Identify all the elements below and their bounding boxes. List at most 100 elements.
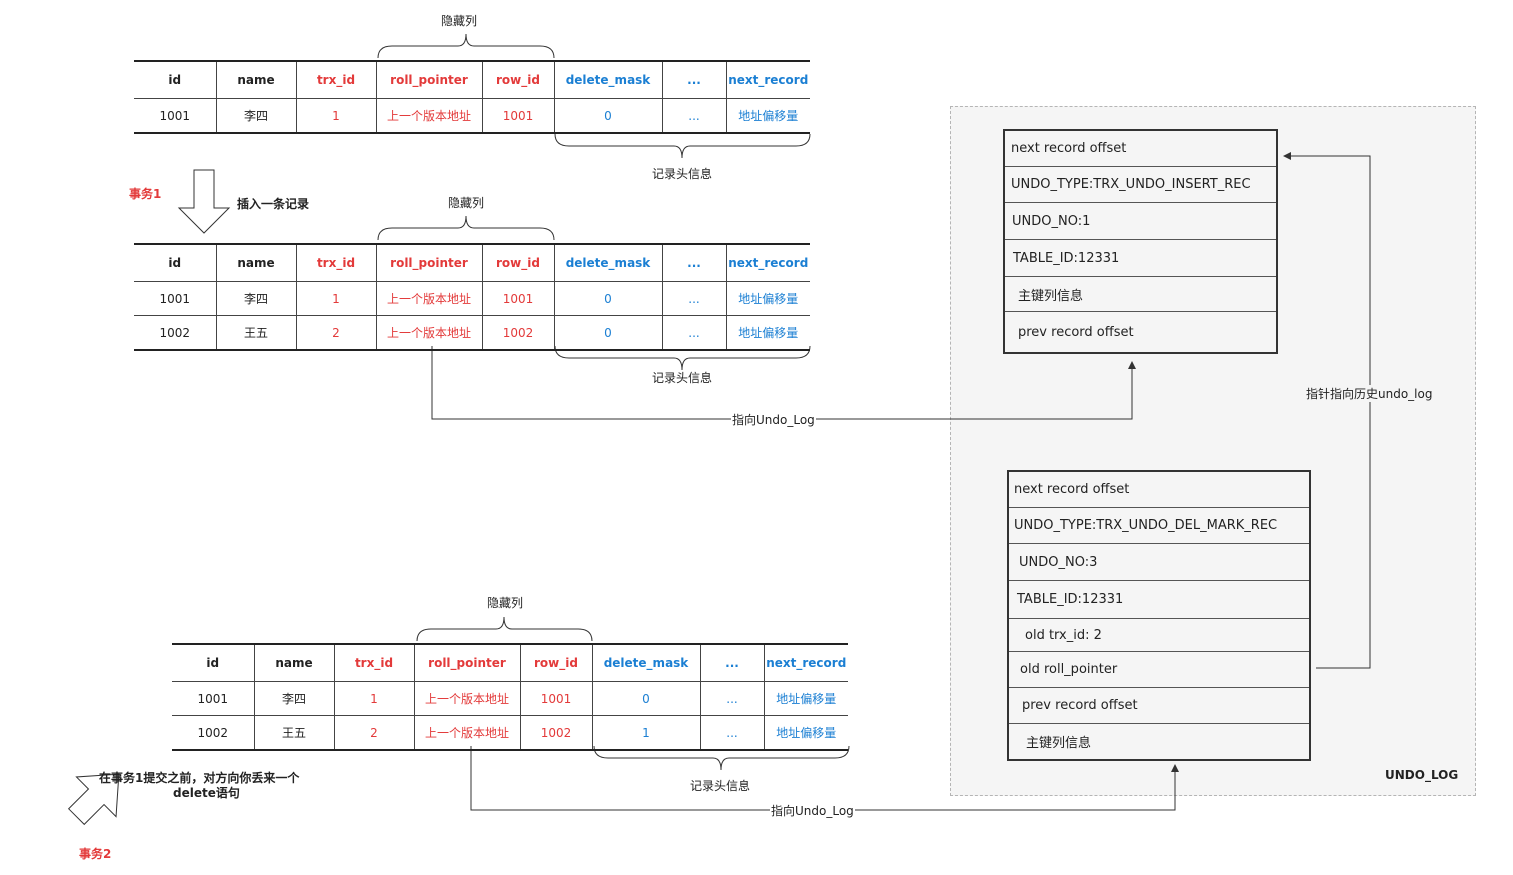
column-header-id: id: [172, 644, 254, 682]
cell-next_record: 地址偏移量: [763, 715, 848, 751]
cell-roll_pointer: 上一个版本地址: [375, 98, 482, 134]
cell-trx_id: 2: [333, 715, 414, 751]
cell-delete_mask: 0: [591, 681, 700, 716]
pointer-line-1: [431, 346, 1136, 420]
hidden-cols-label-3: 隐藏列: [487, 596, 524, 610]
cell-delete_mask: 0: [553, 281, 662, 316]
cell-name: 王五: [215, 315, 296, 351]
cell-more: ...: [661, 315, 726, 351]
pointer-label-1: 指向Undo_Log: [731, 411, 816, 428]
cell-trx_id: 1: [333, 681, 414, 716]
record-header-brace-3: [593, 745, 850, 771]
record-header-brace-2: [554, 345, 811, 371]
undo-field: TABLE_ID:12331: [1005, 240, 1276, 277]
cell-more: ...: [661, 281, 726, 316]
record-header-brace-1: [554, 133, 811, 159]
history-pointer-label: 指针指向历史undo_log: [1305, 385, 1434, 402]
undo-field: old roll_pointer: [1009, 652, 1309, 688]
insert-record-label: 插入一条记录: [237, 197, 310, 211]
cell-name: 王五: [253, 715, 334, 751]
cell-delete_mask: 0: [553, 98, 662, 134]
cell-row_id: 1002: [519, 715, 592, 751]
cell-row_id: 1001: [481, 98, 554, 134]
cell-more: ...: [661, 98, 726, 134]
column-header-trx_id: trx_id: [295, 61, 376, 99]
cell-id: 1001: [134, 281, 216, 316]
cell-next_record: 地址偏移量: [725, 281, 810, 316]
column-header-name: name: [215, 61, 296, 99]
cell-id: 1001: [134, 98, 216, 134]
undo-field: 主键列信息: [1005, 277, 1276, 312]
down-arrow-shape: [177, 169, 231, 234]
undo-field: TABLE_ID:12331: [1009, 581, 1309, 619]
undo-field: 主键列信息: [1026, 736, 1092, 751]
undo-log-title: UNDO_LOG: [1385, 768, 1459, 782]
undo-field: UNDO_NO:3: [1009, 544, 1309, 581]
undo-field: UNDO_TYPE:TRX_UNDO_INSERT_REC: [1005, 167, 1276, 203]
column-header-id: id: [134, 244, 216, 282]
column-header-delete_mask: delete_mask: [553, 61, 662, 99]
cell-name: 李四: [215, 281, 296, 316]
column-header-roll_pointer: roll_pointer: [375, 61, 482, 99]
column-header-row_id: row_id: [481, 61, 554, 99]
cell-delete_mask: 0: [553, 315, 662, 351]
cell-roll_pointer: 上一个版本地址: [375, 315, 482, 351]
undo-field: prev record offset: [1018, 324, 1134, 340]
cell-next_record: 地址偏移量: [725, 98, 810, 134]
column-header-trx_id: trx_id: [333, 644, 414, 682]
cell-roll_pointer: 上一个版本地址: [375, 281, 482, 316]
cell-trx_id: 2: [295, 315, 376, 351]
cell-id: 1001: [172, 681, 254, 716]
undo-field: prev record offset: [1009, 688, 1309, 724]
column-header-row_id: row_id: [519, 644, 592, 682]
undo-field: UNDO_TYPE:TRX_UNDO_DEL_MARK_REC: [1009, 508, 1309, 544]
column-header-next_record: next_record: [725, 244, 810, 282]
hidden-cols-brace-3: [416, 616, 593, 642]
column-header-next_record: next_record: [763, 644, 848, 682]
cell-row_id: 1001: [519, 681, 592, 716]
cell-next_record: 地址偏移量: [725, 315, 810, 351]
cell-id: 1002: [134, 315, 216, 351]
column-header-next_record: next_record: [725, 61, 810, 99]
cell-row_id: 1002: [481, 315, 554, 351]
pointer-label-2: 指向Undo_Log: [770, 802, 855, 819]
column-header-more: ...: [661, 61, 726, 99]
transaction-1-label: 事务1: [129, 187, 162, 201]
cell-more: ...: [699, 715, 764, 751]
column-header-id: id: [134, 61, 216, 99]
cell-row_id: 1001: [481, 281, 554, 316]
cell-delete_mask: 1: [591, 715, 700, 751]
undo-field: old trx_id: 2: [1009, 619, 1309, 652]
transaction-2-label: 事务2: [79, 847, 112, 861]
cell-next_record: 地址偏移量: [763, 681, 848, 716]
column-header-name: name: [253, 644, 334, 682]
cell-id: 1002: [172, 715, 254, 751]
delete-note-line-2: delete语句: [173, 786, 240, 800]
record-header-label-3: 记录头信息: [690, 779, 751, 793]
column-header-more: ...: [699, 644, 764, 682]
cell-name: 李四: [215, 98, 296, 134]
column-header-roll_pointer: roll_pointer: [413, 644, 520, 682]
cell-roll_pointer: 上一个版本地址: [413, 715, 520, 751]
delete-note-line-1: 在事务1提交之前，对方向你丢来一个: [99, 771, 300, 785]
hidden-cols-brace-1: [377, 33, 555, 59]
cell-trx_id: 1: [295, 98, 376, 134]
undo-field: next record offset: [1005, 131, 1276, 167]
column-header-roll_pointer: roll_pointer: [375, 244, 482, 282]
diagonal-arrow-shape: [67, 773, 120, 826]
cell-more: ...: [699, 681, 764, 716]
hidden-cols-label-1: 隐藏列: [441, 14, 478, 28]
history-pointer-line: [1283, 152, 1371, 669]
cell-trx_id: 1: [295, 281, 376, 316]
column-header-name: name: [215, 244, 296, 282]
undo-field: UNDO_NO:1: [1005, 203, 1276, 240]
